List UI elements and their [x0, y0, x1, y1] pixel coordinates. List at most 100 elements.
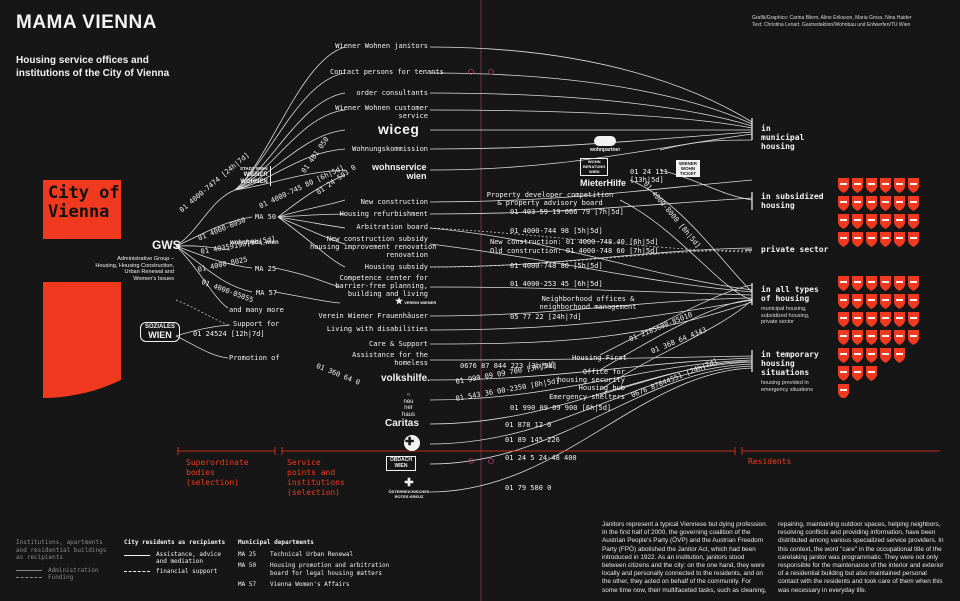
municipal-line2: municipal [761, 133, 805, 142]
all-types-sub2: subsidized housing, [761, 312, 810, 319]
vienna-shield-icon [880, 294, 891, 309]
vienna-shield-icon [894, 348, 905, 363]
axis-col1-line2: bodies [186, 468, 215, 477]
wohnberatung-line2: BERATUNG [583, 163, 606, 169]
phone-878120: 01 878 12 0 [505, 421, 552, 429]
vienna-shield-icon [838, 214, 849, 229]
legend-financial: financial support [124, 568, 225, 576]
neighborhood-line2: neighborhood management [539, 303, 637, 311]
residents-subsidized: in subsidized housing [761, 192, 824, 210]
vienna-shield-icon [866, 214, 877, 229]
wohnfonds-wien-logo: wohnfonds_wien [230, 240, 279, 246]
vienna-shield-icon [838, 348, 849, 363]
gws-desc-3: Urban Renewal and [124, 269, 174, 276]
neunerhaus-logo: ○ neu ner haus [402, 392, 415, 418]
service-new-construction: New construction [360, 198, 428, 206]
body-text-col1: Janitors represent a typical Viennese bu… [602, 521, 768, 594]
legend-ma57-code: MA 57 [238, 581, 257, 588]
phone-24524-48: 01 24 5 24-48 400 [505, 454, 577, 462]
soziales-line1: SOZIALES [145, 324, 176, 330]
gws-label: GWS [152, 238, 181, 252]
wiceg-logo: wiceg [378, 121, 420, 137]
axis-superordinate: Superordinate bodies (selection) [186, 458, 249, 488]
phone-74498: 01 4000-744 98 [5h|5d] [510, 227, 603, 235]
vienna-shield-icon [866, 232, 877, 247]
dept-ma50: MA 50 [255, 213, 277, 221]
neunerhaus-o: ○ [406, 392, 411, 398]
subsidized-line1: in subsidized [761, 192, 824, 201]
page-subtitle: Housing service offices and institutions… [16, 55, 170, 79]
legend-city-title: City residents as recipients [124, 539, 226, 546]
subsidized-line2: housing [761, 201, 795, 210]
wohnservice-wien-logo: wohnservice wien [372, 163, 427, 181]
residents-municipal: in municipal housing [761, 124, 804, 151]
axis-col2-line3: institutions [287, 478, 345, 487]
legend-ma57-desc: Vienna Women's Affairs [270, 581, 350, 588]
obdach-wien-logo: OBDACH WIEN [386, 456, 416, 471]
stadt-wien-line3: WOHNEN [240, 178, 268, 185]
vienna-shield-icon [880, 348, 891, 363]
phone-057722: 05 77 22 [24h|7d] [510, 313, 582, 321]
neunerhaus-line1: neu [403, 398, 414, 405]
frauenhaeuser-logo: ★ VEREIN WIENER [395, 297, 436, 306]
vienna-shield-icon [880, 232, 891, 247]
gws-desc-1: Administrative Group – [117, 256, 174, 262]
credits: Grafik/Graphics: Carina Bliem, Aline Eri… [752, 15, 957, 29]
phone-0676-844: 0676 87 844 223 [3h|5d] [460, 362, 557, 370]
vienna-shield-icon [866, 294, 877, 309]
wohnpartner-text: wohnpartner [590, 147, 621, 153]
vienna-shield-icon [894, 232, 905, 247]
legend-administration-text: Administration [48, 566, 99, 574]
dept-ma57: MA 57 [256, 289, 278, 297]
stadt-wien-wiener-wohnen-logo: STADT WIEN WIENER WOHNEN [240, 166, 271, 186]
city-label-line2: Vienna [48, 202, 110, 222]
body-text-col2: repairing, maintaining outdoor spaces, h… [778, 521, 944, 594]
phone-74860: Old construction: 01 4000-748 60 [7h|5d] [490, 247, 659, 255]
temporary-line3: situations [761, 368, 810, 377]
vienna-shield-icon [908, 330, 919, 345]
volkshilfe-logo: volkshilfe. [381, 373, 430, 384]
service-arbitration-board: Arbitration board [356, 223, 428, 231]
vienna-shield-grid [838, 178, 919, 398]
all-types-line2: of housing [761, 294, 810, 303]
phone-74840: New construction: 01 4000-748 40 [6h|5d] [490, 238, 659, 246]
mieterhilfe-logo: MieterHilfe [580, 178, 627, 188]
vienna-shield-icon [880, 312, 891, 327]
axis-col2-line1: Service [287, 458, 321, 467]
phone-74880: 01 4000-748 80 [5h|5d] [510, 262, 603, 270]
wohnticket-logo: WIENER WOHN TICKET [676, 160, 700, 177]
soziales-wien-logo: SOZIALES WIEN [140, 322, 181, 342]
cross-symbol-icon: ✚ [405, 436, 415, 448]
wohnberatung-logo: WOHN BERATUNG WIEN [580, 158, 609, 177]
phone-24111-hours: [13h|5d] [630, 176, 664, 184]
vienna-shield-icon [866, 276, 877, 291]
phone-89145: 01 89 145 226 [505, 436, 560, 444]
vienna-shield-icon [908, 294, 919, 309]
promotion-of-label: Promotion of [229, 354, 280, 362]
service-neighborhood-offices: Neighborhood offices & neighborhood mana… [528, 295, 648, 311]
caritas-logo: Caritas [385, 418, 419, 429]
service-janitors-text: Wiener Wohnen janitors [335, 42, 428, 50]
service-order-consultants: order consultants [356, 89, 428, 97]
phone-25345: 01 4000-253 45 [6h|5d] [510, 280, 603, 288]
axis-residents: Residents [748, 457, 792, 466]
all-types-sub1: municipal housing, [761, 306, 807, 312]
legend-administration: Administration [16, 567, 106, 575]
wohnticket-line1: WIENER [679, 161, 697, 166]
soziales-line2: WIEN [148, 330, 172, 340]
redcross-line2: ROTES KREUZ [394, 494, 424, 499]
vienna-shield-icon [852, 312, 863, 327]
all-types-line1: in all types [761, 285, 819, 294]
legend-ma25-desc: Technical Urban Renewal [270, 550, 354, 558]
red-cross-icon: ✚ [404, 477, 414, 489]
axis-col1-line3: (selection) [186, 478, 239, 487]
neighborhood-line1: Neighborhood offices & [541, 295, 635, 303]
vienna-shield-icon [880, 214, 891, 229]
service-homeless-assistance: Assistance for the homeless [352, 351, 428, 367]
service-subsidy-line1: New construction subsidy [326, 235, 428, 243]
legend-assist-2: and mediation [156, 558, 203, 565]
legend-financial-text: financial support [156, 567, 218, 575]
service-construction-subsidy: New construction subsidy housing improve… [310, 235, 436, 259]
service-competence-center: Competence center for barrier-free plann… [310, 274, 428, 298]
